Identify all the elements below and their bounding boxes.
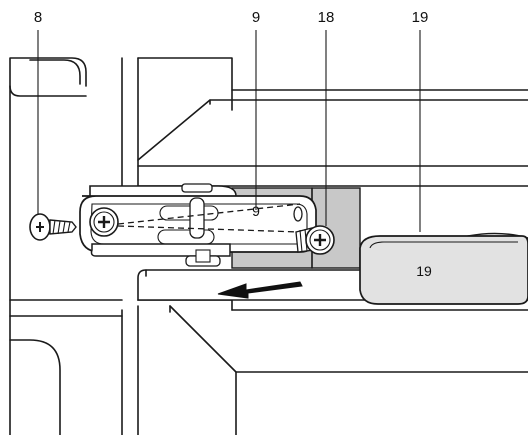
label-19-on-cover: 19 bbox=[416, 263, 432, 279]
label-9-on-hinge: 9 bbox=[252, 203, 260, 219]
callout-18: 18 bbox=[318, 9, 335, 26]
leader-lines bbox=[37, 30, 421, 232]
screw-18-icon bbox=[295, 225, 335, 255]
callout-19: 19 bbox=[412, 9, 429, 26]
callout-8: 8 bbox=[34, 9, 42, 26]
hinge-bracket bbox=[79, 183, 317, 267]
callout-9: 9 bbox=[252, 9, 260, 26]
slide-direction-arrow bbox=[217, 281, 303, 299]
hinge-cover-19 bbox=[359, 232, 528, 305]
screw-8-icon bbox=[29, 213, 77, 241]
bracket-screw-icon bbox=[89, 207, 119, 237]
